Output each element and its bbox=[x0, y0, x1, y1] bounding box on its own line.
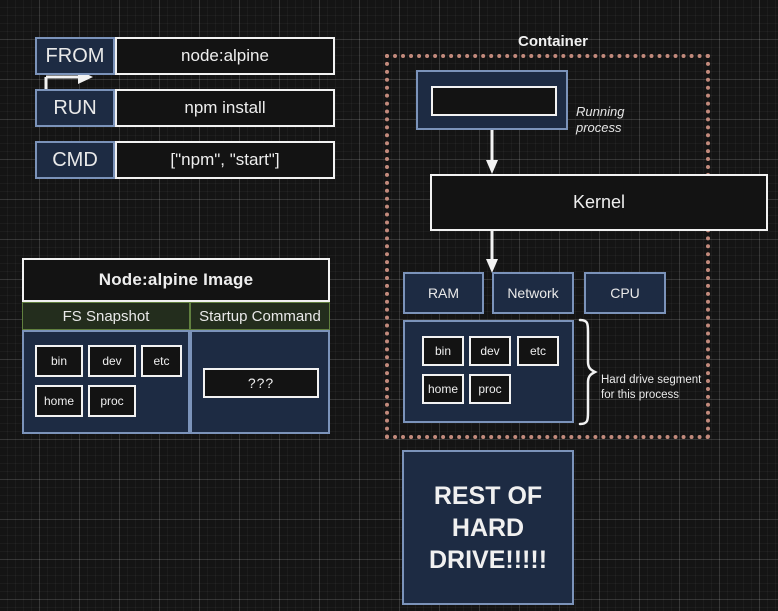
fs-chip-label: proc bbox=[100, 394, 123, 408]
fs-chip-home: home bbox=[422, 374, 464, 404]
container-title: Container bbox=[518, 33, 588, 50]
fs-chip-proc: proc bbox=[469, 374, 511, 404]
image-panel-title-label: Node:alpine Image bbox=[99, 270, 254, 290]
resource-network[interactable]: Network bbox=[492, 272, 574, 314]
fs-chip-label: home bbox=[428, 382, 458, 396]
rest-of-hard-drive-box[interactable]: REST OF HARD DRIVE!!!!! bbox=[402, 450, 574, 605]
dockerfile-key-label: FROM bbox=[46, 45, 105, 68]
running-process-value bbox=[431, 86, 557, 116]
dockerfile-value-from[interactable]: node:alpine bbox=[115, 37, 335, 75]
fs-chip-label: etc bbox=[153, 354, 169, 368]
dockerfile-value-run[interactable]: npm install bbox=[115, 89, 335, 127]
fs-chip-dev: dev bbox=[469, 336, 511, 366]
rest-of-hard-drive-label: REST OF HARD DRIVE!!!!! bbox=[429, 480, 547, 576]
image-fs-snapshot-body: bin dev etc home proc bbox=[22, 330, 190, 434]
fs-chip-etc: etc bbox=[517, 336, 559, 366]
resource-cpu[interactable]: CPU bbox=[584, 272, 666, 314]
fs-chip-label: home bbox=[44, 394, 74, 408]
dockerfile-value-label: npm install bbox=[184, 98, 265, 118]
dockerfile-key-run[interactable]: RUN bbox=[35, 89, 115, 127]
resource-ram[interactable]: RAM bbox=[403, 272, 484, 314]
fs-chip-etc: etc bbox=[141, 345, 182, 377]
fs-chip-proc: proc bbox=[88, 385, 136, 417]
container-title-label: Container bbox=[518, 33, 588, 50]
image-column-header-label: FS Snapshot bbox=[63, 308, 150, 325]
fs-chip-bin: bin bbox=[35, 345, 83, 377]
fs-chip-label: proc bbox=[478, 382, 501, 396]
fs-chip-bin: bin bbox=[422, 336, 464, 366]
fs-chip-label: bin bbox=[51, 354, 67, 368]
running-process-box[interactable] bbox=[416, 70, 568, 130]
fs-chip-dev: dev bbox=[88, 345, 136, 377]
dockerfile-value-label: ["npm", "start"] bbox=[170, 150, 279, 170]
kernel-box[interactable]: Kernel bbox=[430, 174, 768, 231]
dockerfile-key-label: CMD bbox=[52, 149, 98, 172]
hard-drive-note-label: Hard drive segment for this process bbox=[601, 374, 701, 401]
arrow-process-to-kernel bbox=[486, 130, 510, 176]
running-process-caption-label: Running process bbox=[576, 104, 624, 135]
container-fs-segment: bin dev etc home proc bbox=[403, 320, 574, 423]
hard-drive-note: Hard drive segment for this process bbox=[601, 358, 713, 403]
fs-chip-label: etc bbox=[530, 344, 546, 358]
hard-drive-brace bbox=[576, 318, 598, 426]
startup-command-label: ??? bbox=[248, 375, 274, 391]
running-process-caption: Running process bbox=[576, 88, 666, 136]
image-column-header-startup: Startup Command bbox=[190, 302, 330, 330]
image-panel-title: Node:alpine Image bbox=[22, 258, 330, 302]
dockerfile-key-label: RUN bbox=[53, 97, 96, 120]
resource-label: Network bbox=[507, 285, 558, 301]
image-column-header-fs: FS Snapshot bbox=[22, 302, 190, 330]
dockerfile-value-label: node:alpine bbox=[181, 46, 269, 66]
dockerfile-value-cmd[interactable]: ["npm", "start"] bbox=[115, 141, 335, 179]
fs-chip-label: bin bbox=[435, 344, 451, 358]
fs-chip-label: dev bbox=[480, 344, 499, 358]
fs-chip-home: home bbox=[35, 385, 83, 417]
resource-label: CPU bbox=[610, 285, 640, 301]
image-startup-command-body: ??? bbox=[190, 330, 330, 434]
image-column-header-label: Startup Command bbox=[199, 308, 321, 325]
resource-label: RAM bbox=[428, 285, 459, 301]
kernel-label: Kernel bbox=[573, 192, 625, 213]
dockerfile-key-from[interactable]: FROM bbox=[35, 37, 115, 75]
dockerfile-key-cmd[interactable]: CMD bbox=[35, 141, 115, 179]
fs-chip-label: dev bbox=[102, 354, 121, 368]
arrow-kernel-to-resources bbox=[486, 231, 510, 275]
startup-command-value[interactable]: ??? bbox=[203, 368, 319, 398]
